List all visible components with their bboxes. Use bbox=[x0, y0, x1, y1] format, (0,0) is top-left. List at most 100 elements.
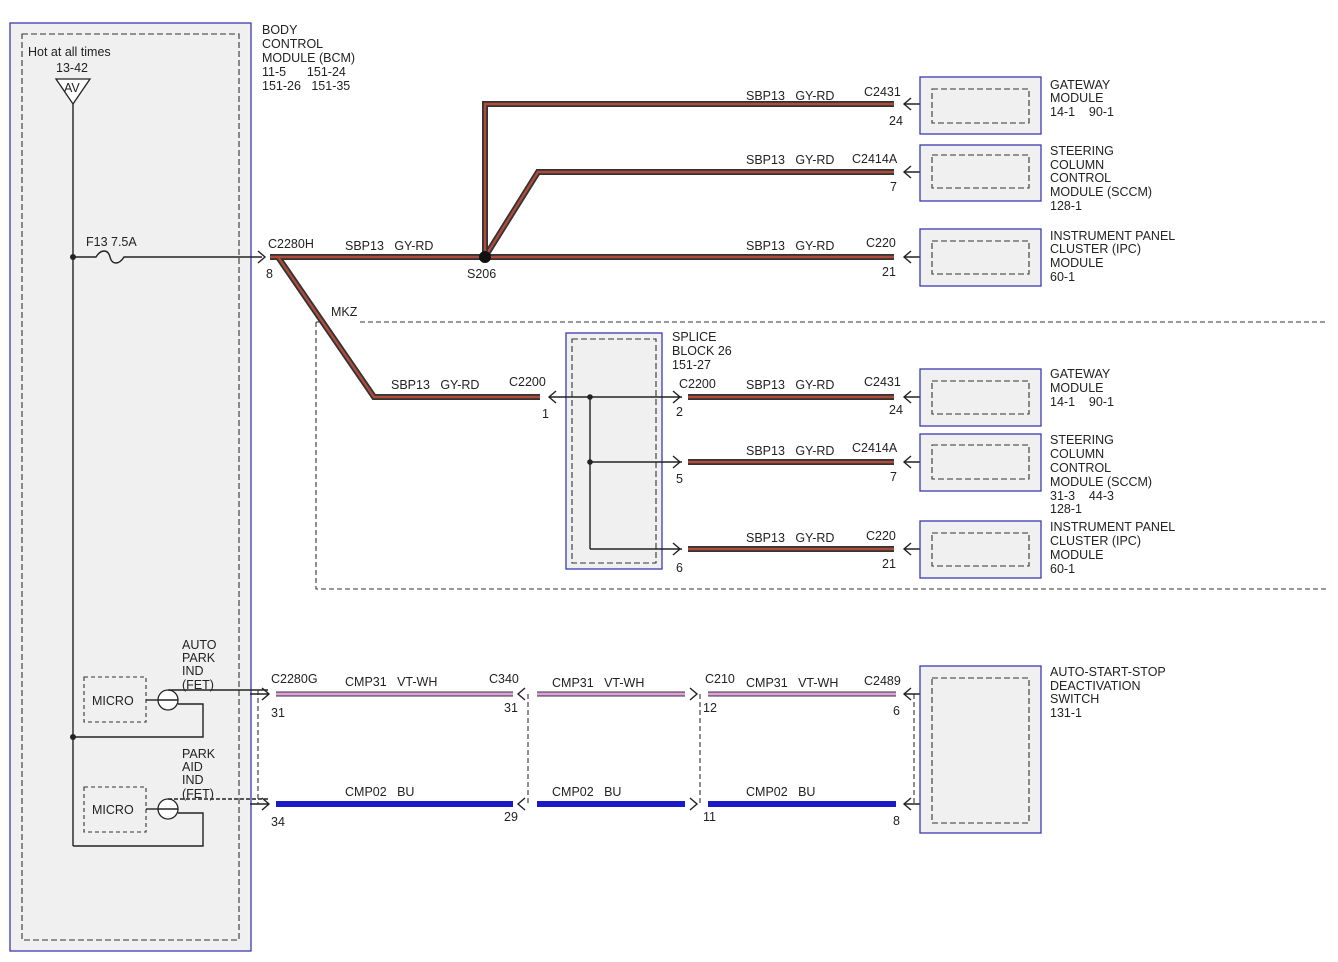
wire-up-gw bbox=[483, 102, 894, 257]
splice-block-26 bbox=[547, 332, 682, 570]
splice-block-label-1: SPLICE bbox=[672, 330, 716, 344]
gateway-mkz-1: GATEWAY bbox=[1050, 367, 1111, 381]
bcm-outline bbox=[9, 22, 252, 952]
conn-c2414a-mkz: C2414A bbox=[852, 441, 898, 455]
splice-dot-2 bbox=[587, 459, 593, 465]
bcm-refs-1: 11-5 151-24 bbox=[262, 65, 346, 79]
splice-block-inner bbox=[571, 338, 657, 564]
pin-c340-31: 31 bbox=[504, 701, 518, 715]
conn-c340: C340 bbox=[489, 672, 519, 686]
mkz-region-outline bbox=[315, 322, 1328, 590]
conn-c2431-mkz: C2431 bbox=[864, 375, 901, 389]
power-symbol: AV bbox=[64, 81, 80, 95]
gy-rd-wires bbox=[270, 102, 894, 551]
pin-c2489-6: 6 bbox=[893, 704, 900, 718]
power-triangle-icon bbox=[54, 78, 92, 106]
gateway-mkz-3: 14-1 90-1 bbox=[1050, 395, 1114, 409]
pin-bcm-34: 34 bbox=[271, 815, 285, 829]
arrow-c210-vt bbox=[689, 687, 699, 701]
ipc-top-4: 60-1 bbox=[1050, 270, 1075, 284]
fet-2-ground bbox=[73, 812, 204, 847]
label-sbp13-mkz-gw: SBP13 GY-RD bbox=[746, 378, 834, 392]
conn-c2280h: C2280H bbox=[268, 237, 314, 251]
bcm-arrow-8 bbox=[257, 250, 267, 264]
sccm-mkz-2: COLUMN bbox=[1050, 447, 1104, 461]
bcm-hot-label: Hot at all times bbox=[28, 45, 111, 59]
pin-5: 5 bbox=[676, 472, 683, 486]
pin-bcm-8: 8 bbox=[266, 267, 273, 281]
conn-c220-top: C220 bbox=[866, 236, 896, 250]
fet-park-aid-ind: MICRO PARK AID IND (FET) bbox=[73, 747, 268, 847]
pin-21-top: 21 bbox=[882, 265, 896, 279]
sccm-mkz-1: STEERING bbox=[1050, 433, 1114, 447]
switch-label-2: DEACTIVATION bbox=[1050, 679, 1141, 693]
switch-label-4: 131-1 bbox=[1050, 706, 1082, 720]
gateway-top-3: 14-1 90-1 bbox=[1050, 105, 1114, 119]
splice-s206-icon bbox=[479, 251, 491, 263]
bcm-hot-ref: 13-42 bbox=[56, 61, 88, 75]
sccm-mkz-6: 128-1 bbox=[1050, 502, 1082, 516]
mkz-label: MKZ bbox=[331, 305, 358, 319]
label-sbp13-mkz-ipc: SBP13 GY-RD bbox=[746, 531, 834, 545]
pin-c210-12: 12 bbox=[703, 701, 717, 715]
fuse-icon bbox=[73, 250, 262, 264]
fet-1-line-2: PARK bbox=[182, 651, 216, 665]
pin-6: 6 bbox=[676, 561, 683, 575]
micro-label-1: MICRO bbox=[92, 694, 134, 708]
label-cmp31-1: CMP31 VT-WH bbox=[345, 675, 437, 689]
gateway-module-mkz bbox=[919, 368, 1042, 427]
label-sbp13-ipc: SBP13 GY-RD bbox=[746, 239, 834, 253]
conn-c2489: C2489 bbox=[864, 674, 901, 688]
ipc-box-top bbox=[919, 228, 1042, 287]
pin-bcm-31: 31 bbox=[271, 706, 285, 720]
fet-1-ground bbox=[73, 703, 204, 738]
gateway-top-2: MODULE bbox=[1050, 91, 1103, 105]
sccm-inner-mkz bbox=[931, 444, 1030, 480]
gateway-module-top bbox=[919, 76, 1042, 135]
pin-21-mkz: 21 bbox=[882, 557, 896, 571]
pin-c340-29: 29 bbox=[504, 810, 518, 824]
conn-c2414a-top: C2414A bbox=[852, 152, 898, 166]
splice-block-box bbox=[565, 332, 663, 570]
ipc-inner-mkz bbox=[931, 532, 1030, 567]
ipc-box-mkz bbox=[919, 520, 1042, 579]
label-cmp02-2: CMP02 BU bbox=[552, 785, 621, 799]
switch-label-1: AUTO-START-STOP bbox=[1050, 665, 1166, 679]
wire-mkz-outline bbox=[275, 255, 540, 400]
pin-7-top: 7 bbox=[890, 180, 897, 194]
ipc-top-3: MODULE bbox=[1050, 256, 1103, 270]
conn-c2200-in: C2200 bbox=[509, 375, 546, 389]
pin-24-top: 24 bbox=[889, 114, 903, 128]
switch-inner bbox=[931, 677, 1030, 824]
arrow-c340-vt bbox=[516, 687, 526, 701]
sccm-box-top bbox=[919, 144, 1042, 202]
label-cmp02-3: CMP02 BU bbox=[746, 785, 815, 799]
gateway-box-mkz bbox=[919, 368, 1042, 427]
label-sbp13-gw: SBP13 GY-RD bbox=[746, 89, 834, 103]
bcm-module: Hot at all times 13-42 AV F13 7.5A MICRO… bbox=[9, 22, 268, 952]
switch-box bbox=[919, 665, 1042, 834]
fet-2-line-1: PARK bbox=[182, 747, 216, 761]
auto-start-stop-switch bbox=[919, 665, 1042, 834]
arrow-c340-bu bbox=[516, 797, 526, 811]
fet-2-line-3: IND bbox=[182, 773, 204, 787]
splice-block-label-2: BLOCK 26 bbox=[672, 344, 732, 358]
gateway-inner-top bbox=[931, 88, 1030, 124]
ipc-mkz-2: CLUSTER (IPC) bbox=[1050, 534, 1141, 548]
ipc-top-2: CLUSTER (IPC) bbox=[1050, 242, 1141, 256]
wire-up-gw-outline bbox=[482, 101, 894, 257]
ipc-mkz-4: 60-1 bbox=[1050, 562, 1075, 576]
ipc-module-top bbox=[919, 228, 1042, 287]
label-cmp02-1: CMP02 BU bbox=[345, 785, 414, 799]
pin-1: 1 bbox=[542, 407, 549, 421]
fet-1-line-1: AUTO bbox=[182, 638, 217, 652]
sccm-mkz-4: MODULE (SCCM) bbox=[1050, 475, 1152, 489]
splice-arrow-out-2 bbox=[672, 390, 682, 404]
pin-7-mkz: 7 bbox=[890, 470, 897, 484]
pin-c2489-8: 8 bbox=[893, 814, 900, 828]
arrow-c210-bu bbox=[689, 797, 699, 811]
sccm-top-5: 128-1 bbox=[1050, 199, 1082, 213]
gateway-mkz-2: MODULE bbox=[1050, 381, 1103, 395]
fuse-label: F13 7.5A bbox=[86, 235, 137, 249]
bcm-name-2: CONTROL bbox=[262, 37, 323, 51]
